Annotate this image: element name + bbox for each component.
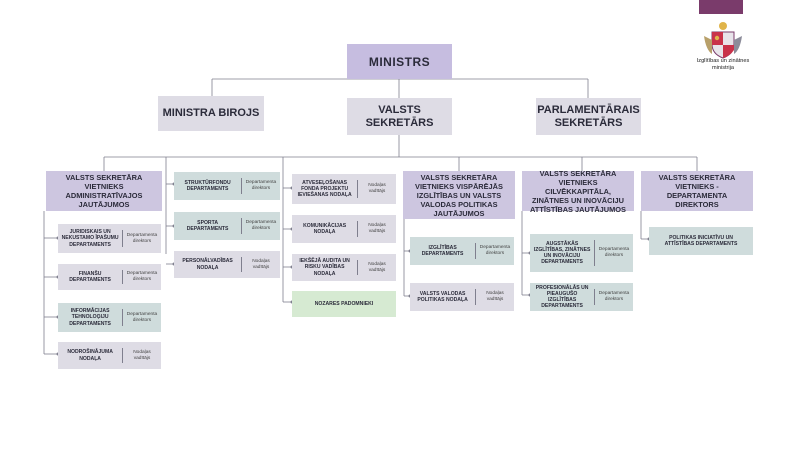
unit-finansu[interactable]: FINANŠU DEPARTAMENTS Departamenta direkt…: [58, 264, 161, 290]
unit-personalvadibas[interactable]: PERSONĀLVADĪBAS NODAĻA Nodaļas vadītājs: [174, 251, 280, 278]
unit-juridiskais[interactable]: JURIDISKAIS UN NEKUSTAMO ĪPAŠUMU DEPARTA…: [58, 224, 161, 253]
unit-valsts-valodas[interactable]: VALSTS VALODAS POLITIKAS NODAĻA Nodaļas …: [410, 283, 514, 311]
unit-nozares-padomnieki[interactable]: NOZARES PADOMNIEKI: [292, 291, 396, 317]
unit-nodrosinajuma[interactable]: NODROŠINĀJUMA NODAĻA Nodaļas vadītājs: [58, 342, 161, 369]
unit-izglitibas[interactable]: IZGLĪTĪBAS DEPARTAMENTS Departamenta dir…: [410, 237, 514, 265]
unit-atveselosanas[interactable]: ATVESEĻOŠANAS FONDA PROJEKTU IEVIEŠANAS …: [292, 174, 396, 204]
top-color-bar: [699, 0, 743, 14]
node-deputy-admin[interactable]: VALSTS SEKRETĀRA VIETNIEKS ADMINISTRATĪV…: [46, 171, 162, 211]
node-deputy-general[interactable]: VALSTS SEKRETĀRA VIETNIEKS VISPĀRĒJĀS IZ…: [403, 171, 515, 219]
node-parlamentarais-sekretars[interactable]: PARLAMENTĀRAIS SEKRETĀRS: [536, 98, 641, 135]
coat-of-arms-icon: [690, 20, 756, 90]
unit-sporta[interactable]: SPORTA DEPARTAMENTS Departamenta direkto…: [174, 212, 280, 240]
unit-komunikacijas[interactable]: KOMUNIKĀCIJAS NODAĻA Nodaļas vadītājs: [292, 215, 396, 243]
unit-ieksejais-audits[interactable]: IEKŠĒJĀ AUDITA UN RISKU VADĪBAS NODAĻA N…: [292, 254, 396, 281]
node-deputy-human[interactable]: VALSTS SEKRETĀRA VIETNIEKS CILVĒKKAPITĀL…: [522, 169, 634, 214]
unit-politikas-iniciativu[interactable]: POLITIKAS INICIATĪVU UN ATTĪSTĪBAS DEPAR…: [649, 227, 753, 255]
unit-augstakas-izglitibas[interactable]: AUGSTĀKĀS IZGLĪTĪBAS, ZINĀTNES UN INOVĀC…: [530, 234, 633, 272]
node-valsts-sekretars[interactable]: VALSTS SEKRETĀRS: [347, 98, 452, 135]
unit-profesionalas[interactable]: PROFESIONĀLĀS UN PIEAUGUŠO IZGLĪTĪBAS DE…: [530, 283, 633, 311]
unit-it[interactable]: INFORMĀCIJAS TEHNOLOĢIJU DEPARTAMENTS De…: [58, 303, 161, 332]
ministry-logo-text: Izglītības un zinātnes ministrija: [696, 58, 750, 71]
node-ministra-birojs[interactable]: MINISTRA BIROJS: [158, 96, 264, 131]
node-deputy-director[interactable]: VALSTS SEKRETĀRA VIETNIEKS - DEPARTAMENT…: [641, 171, 753, 211]
unit-strukturfondu[interactable]: STRUKTŪRFONDU DEPARTAMENTS Departamenta …: [174, 172, 280, 200]
node-ministrs[interactable]: MINISTRS: [347, 44, 452, 79]
